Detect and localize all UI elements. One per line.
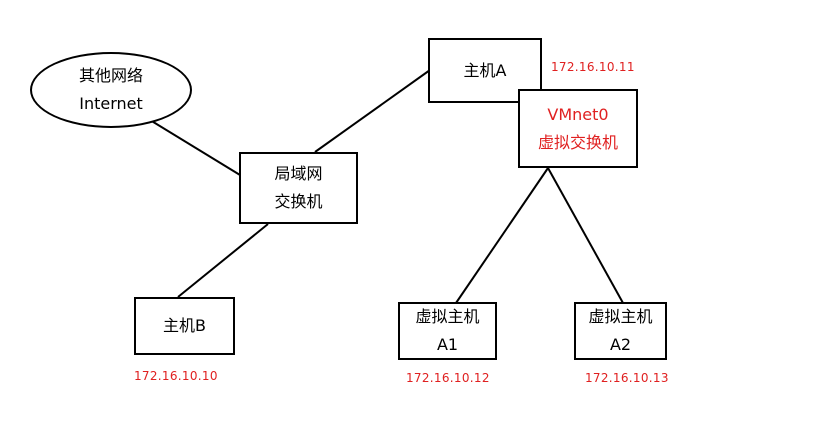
host-b-label: 主机B (163, 316, 206, 335)
lan-switch-box: 局域网 交换机 (239, 152, 358, 224)
vm-a1-box: 虚拟主机 A1 (398, 302, 497, 360)
virtual-switch-label: 虚拟交换机 (537, 132, 618, 152)
host-b-box: 主机B (134, 297, 235, 355)
vm-a2-label-1: 虚拟主机 (588, 307, 653, 326)
host-a-ip: 172.16.10.11 (551, 60, 635, 74)
other-network-ellipse: 其他网络 Internet (30, 52, 192, 128)
internet-label: Internet (79, 94, 143, 113)
link-switch-host-b (177, 223, 269, 298)
vm-a1-label-1: 虚拟主机 (415, 307, 480, 326)
host-a-label: 主机A (463, 60, 507, 80)
vm-a2-label-2: A2 (609, 335, 632, 354)
host-b-ip: 172.16.10.10 (134, 369, 218, 383)
vmnet0-label: VMnet0 (547, 104, 609, 124)
vmnet0-box: VMnet0 虚拟交换机 (518, 89, 638, 168)
vm-a2-box: 虚拟主机 A2 (574, 302, 667, 360)
link-switch-host-a (314, 69, 431, 153)
lan-switch-label-1: 局域网 (274, 164, 323, 183)
link-vmnet-a1 (455, 167, 549, 304)
other-network-label: 其他网络 (78, 66, 143, 85)
vm-a1-ip: 172.16.10.12 (406, 371, 490, 385)
lan-switch-label-2: 交换机 (274, 192, 323, 211)
link-vmnet-a2 (547, 167, 624, 304)
vm-a1-label-2: A1 (436, 335, 459, 354)
link-internet-switch (149, 119, 241, 176)
vm-a2-ip: 172.16.10.13 (585, 371, 669, 385)
